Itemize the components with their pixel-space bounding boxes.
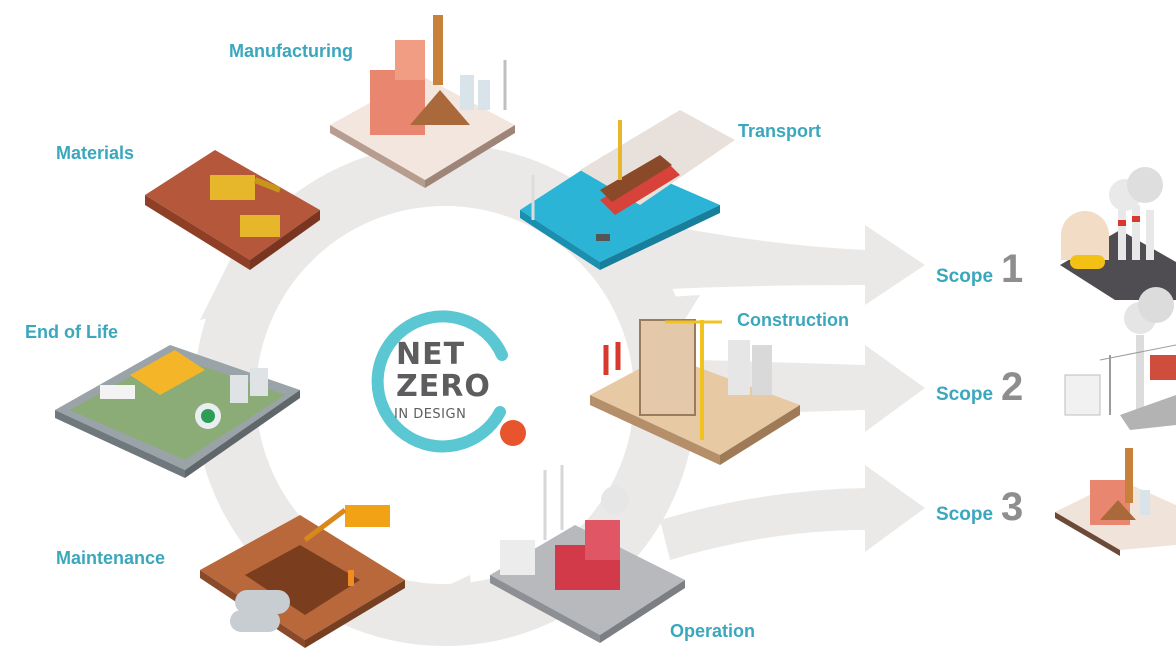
label-maintenance: Maintenance xyxy=(56,548,166,568)
label-end-of-life: End of Life xyxy=(25,322,118,342)
logo-line-zero: ZERO xyxy=(396,369,491,404)
label-operation: Operation xyxy=(670,621,756,641)
scope-1-label: Scope 1 xyxy=(936,249,1023,289)
scope-number: 1 xyxy=(1001,247,1024,291)
excavation-pipes-icon xyxy=(200,505,405,648)
power-substation-icon xyxy=(1064,287,1176,430)
scope-2-label: Scope 2 xyxy=(936,367,1023,407)
net-zero-logo: NET ZERO IN DESIGN xyxy=(370,300,530,460)
recycling-plant-icon xyxy=(55,345,300,478)
scope-number: 3 xyxy=(1001,485,1024,529)
ring-arrowhead xyxy=(200,250,265,320)
scope-word: Scope xyxy=(936,504,994,525)
mining-excavator-icon xyxy=(145,150,320,270)
scope-word: Scope xyxy=(936,384,994,405)
scope-3-label: Scope 3 xyxy=(936,487,1023,527)
label-materials: Materials xyxy=(56,143,135,163)
label-transport: Transport xyxy=(738,121,822,141)
scope-arrow-1 xyxy=(640,220,925,305)
construction-site-icon xyxy=(590,319,800,465)
ring-arrowhead xyxy=(395,575,475,640)
factory-small-icon xyxy=(1055,448,1176,556)
scope-word: Scope xyxy=(936,266,994,287)
refinery-icon xyxy=(1060,167,1176,300)
factory-icon xyxy=(330,15,515,188)
logo-line-in-design: IN DESIGN xyxy=(394,407,467,422)
power-plant-icon xyxy=(490,465,685,643)
logo-ring-icon xyxy=(371,310,526,453)
label-construction: Construction xyxy=(737,310,849,330)
logo-line-net: NET xyxy=(396,337,466,372)
scope-arrow-3 xyxy=(660,465,925,560)
label-manufacturing: Manufacturing xyxy=(229,41,353,61)
port-ship-icon xyxy=(520,110,735,270)
scope-number: 2 xyxy=(1001,365,1024,409)
